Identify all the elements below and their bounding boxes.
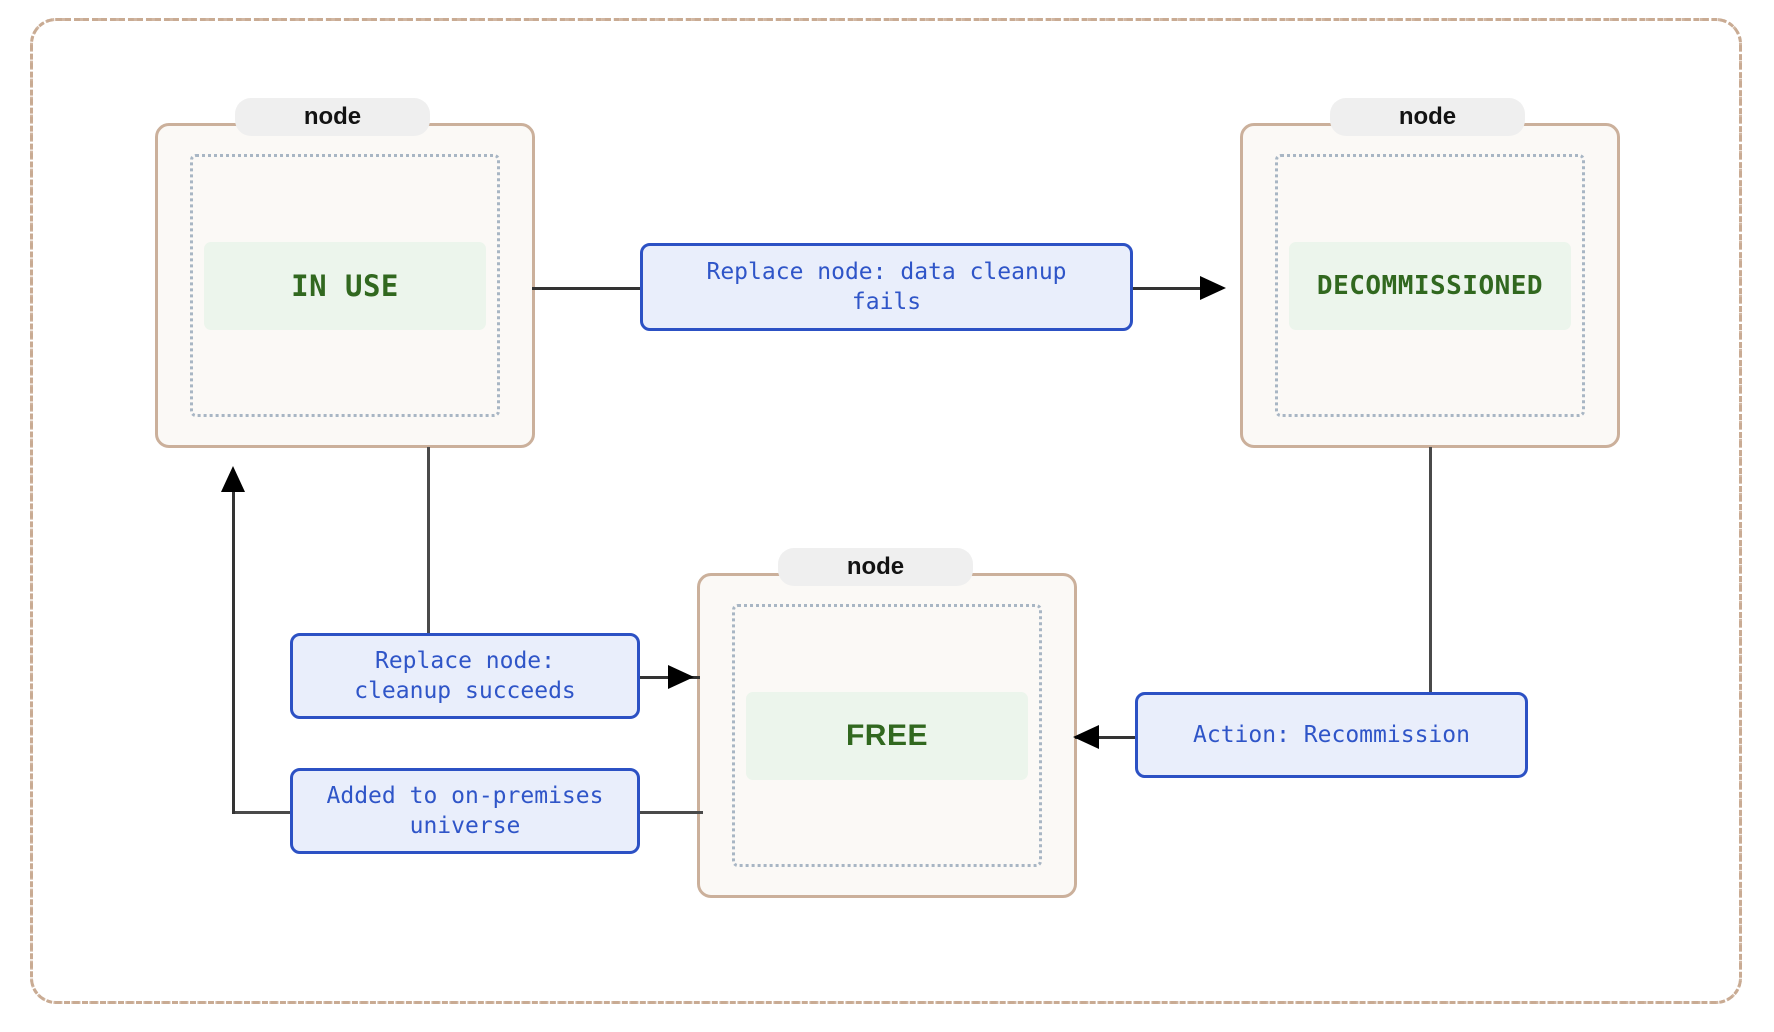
edge-label-action-recommission[interactable]: Action: Recommission bbox=[1135, 692, 1528, 778]
cluster-border bbox=[30, 18, 1742, 1004]
state-label-in-use: IN USE bbox=[204, 241, 486, 330]
state-inner-frame-in-use: IN USE bbox=[190, 154, 500, 417]
connector-recommission-to-free bbox=[1075, 736, 1135, 739]
state-label-free: FREE bbox=[746, 691, 1028, 780]
state-inner-frame-free: FREE bbox=[732, 604, 1042, 867]
node-badge-free: node bbox=[778, 548, 973, 586]
connector-free-to-onprem-label bbox=[640, 811, 703, 814]
node-badge-in-use: node bbox=[235, 98, 430, 136]
edge-label-replace-node-data-cleanup-fails[interactable]: Replace node: data cleanup fails bbox=[640, 243, 1133, 331]
state-node-decommissioned[interactable]: DECOMMISSIONED bbox=[1240, 123, 1620, 448]
connector-decommissioned-down bbox=[1429, 447, 1432, 700]
edge-label-added-to-on-premises-universe[interactable]: Added to on-premises universe bbox=[290, 768, 640, 854]
edge-label-line-2: universe bbox=[409, 813, 521, 839]
state-node-free[interactable]: FREE bbox=[697, 573, 1077, 898]
node-badge-label-in-use: node bbox=[303, 103, 362, 130]
edge-label-line-2: fails bbox=[851, 289, 922, 315]
node-badge-decommissioned: node bbox=[1330, 98, 1525, 136]
state-label-decommissioned: DECOMMISSIONED bbox=[1289, 241, 1571, 330]
arrow-to-in-use bbox=[221, 466, 245, 492]
state-inner-frame-decommissioned: DECOMMISSIONED bbox=[1275, 154, 1585, 417]
node-badge-label-decommissioned: node bbox=[1398, 103, 1457, 130]
edge-label-line-2: cleanup succeeds bbox=[354, 678, 576, 704]
connector-inuse-to-cleanup-label bbox=[427, 447, 430, 640]
arrow-to-free-from-inuse bbox=[668, 665, 694, 689]
edge-label-replace-node-cleanup-succeeds[interactable]: Replace node: cleanup succeeds bbox=[290, 633, 640, 719]
arrow-to-decommissioned bbox=[1200, 276, 1226, 300]
connector-inuse-to-fail-label bbox=[532, 287, 640, 290]
connector-up-to-inuse bbox=[232, 487, 235, 814]
connector-onprem-label-to-left bbox=[232, 811, 291, 814]
edge-label-line-1: Replace node: data cleanup bbox=[706, 259, 1067, 285]
edge-label-line-1: Action: Recommission bbox=[1193, 722, 1470, 748]
arrow-to-free-from-decommissioned bbox=[1073, 725, 1099, 749]
edge-label-line-1: Added to on-premises bbox=[326, 783, 604, 809]
connector-fail-label-to-decommissioned bbox=[1132, 287, 1222, 290]
state-node-in-use[interactable]: IN USE bbox=[155, 123, 535, 448]
edge-label-line-1: Replace node: bbox=[374, 648, 555, 674]
node-badge-label-free: node bbox=[846, 553, 905, 580]
